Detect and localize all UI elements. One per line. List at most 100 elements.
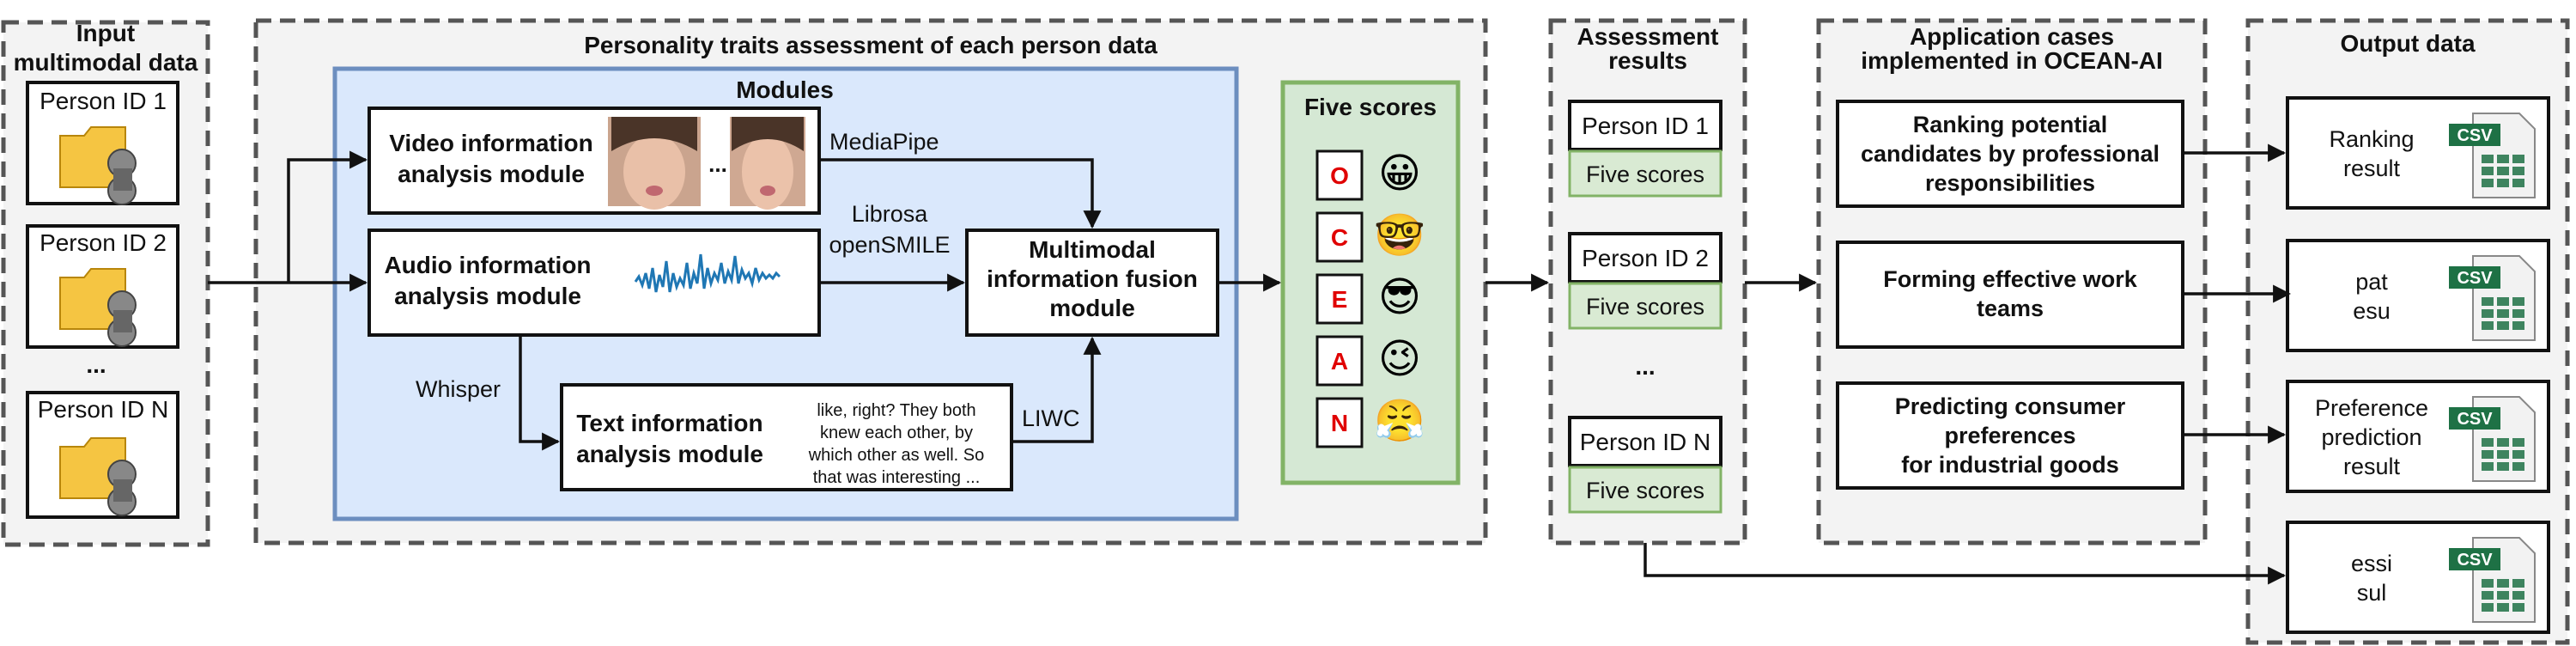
text-sample-line2: knew each other, by — [820, 424, 973, 442]
case-preferences: Predicting consumer preferences for indu… — [1836, 381, 2184, 490]
input-item-label: Person ID N — [38, 396, 169, 423]
tool-librosa: Librosa — [852, 201, 929, 227]
results-title-line2: results — [1608, 47, 1687, 74]
csv-badge: CSV — [2457, 410, 2493, 429]
result-scores: Five scores — [1586, 478, 1704, 503]
csv-file-icon: CSV — [2449, 113, 2536, 198]
audio-module-line2: analysis module — [394, 283, 581, 309]
case-ranking: Ranking potential candidates by professi… — [1836, 100, 2184, 208]
tool-whisper: Whisper — [416, 376, 501, 402]
assessment-title: Personality traits assessment of each pe… — [584, 32, 1157, 58]
five-scores-panel: Five scores O😀C🤓E😎A😉N😤 — [1280, 80, 1461, 485]
input-title-line1: Input — [76, 20, 135, 46]
text-module-line1: Text information — [576, 410, 762, 436]
trait-letter-box — [1315, 335, 1364, 387]
fusion-module-line3: module — [1049, 295, 1135, 321]
csv-badge: CSV — [2457, 551, 2493, 570]
tool-liwc: LIWC — [1022, 405, 1080, 431]
video-module: Video information analysis module ... — [368, 107, 821, 215]
result-scores: Five scores — [1586, 162, 1704, 187]
trait-letter-box — [1315, 211, 1364, 263]
trait-letter: A — [1331, 348, 1348, 375]
case-teams-line2: teams — [1977, 296, 2044, 321]
input-person-1: Person ID 1 — [26, 81, 179, 205]
trait-e: E😎 — [1315, 273, 1421, 325]
fusion-module-line1: Multimodal — [1029, 236, 1156, 263]
output-title: Output data — [2340, 30, 2476, 57]
result-scores: Five scores — [1586, 294, 1704, 320]
arrow-results-to-output — [1643, 543, 2287, 585]
trait-c: C🤓 — [1315, 211, 1425, 263]
arrow-audio-to-text — [519, 335, 561, 451]
trait-letter: O — [1330, 162, 1349, 189]
trait-letter: C — [1331, 224, 1348, 251]
case-ranking-line2: candidates by professional — [1861, 141, 2160, 167]
face-thumbnail-icon — [608, 117, 701, 210]
input-person-n: Person ID N — [26, 391, 179, 519]
case-ranking-line3: responsibilities — [1925, 170, 2095, 196]
audio-module-line1: Audio information — [384, 252, 591, 278]
modules-panel: Modules Video information analysis modul… — [332, 66, 1239, 521]
input-panel: Input multimodal data Person ID 1 Person… — [1, 20, 210, 547]
result-id: Person ID 2 — [1582, 245, 1709, 271]
input-title-line2: multimodal data — [14, 49, 198, 76]
arrow-video-to-fusion — [819, 158, 1102, 229]
case-preferences-line1: Predicting consumer — [1895, 393, 2126, 419]
video-folder-icon — [59, 437, 137, 516]
cases-panel: Application cases implemented in OCEAN-A… — [1816, 18, 2208, 545]
emoji-face-icon: 😎 — [1378, 273, 1421, 321]
video-folder-icon — [59, 126, 137, 205]
trait-letter: E — [1332, 286, 1348, 313]
arrow-text-to-fusion — [1012, 336, 1102, 443]
csv-file-icon: CSV — [2449, 255, 2536, 341]
case-ranking-line1: Ranking potential — [1913, 112, 2108, 137]
result-person-n: Person ID N Five scores — [1568, 416, 1722, 514]
trait-list: O😀C🤓E😎A😉N😤 — [1315, 149, 1425, 448]
text-sample-line3: which other as well. So — [808, 446, 985, 465]
emoji-face-icon: 😀 — [1378, 149, 1421, 198]
fusion-module: Multimodal information fusion module — [965, 229, 1219, 337]
input-ellipsis: ... — [86, 351, 106, 378]
input-person-2: Person ID 2 — [26, 224, 179, 349]
csv-file-icon: CSV — [2449, 396, 2536, 482]
five-scores-title: Five scores — [1304, 94, 1437, 120]
video-dots: ... — [708, 151, 727, 177]
face-thumbnail-icon — [730, 117, 805, 210]
trait-o: O😀 — [1315, 149, 1421, 201]
video-module-line2: analysis module — [398, 161, 585, 187]
case-preferences-line3: for industrial goods — [1901, 452, 2119, 478]
tool-opensmile: openSMILE — [829, 232, 950, 258]
assessment-panel: Personality traits assessment of each pe… — [253, 18, 1488, 545]
cases-title-line2: implemented in OCEAN-AI — [1861, 47, 2163, 74]
trait-letter: N — [1331, 410, 1348, 436]
result-id: Person ID N — [1580, 429, 1711, 455]
case-teams-line1: Forming effective work — [1883, 266, 2138, 292]
video-module-line1: Video information — [389, 130, 593, 156]
case-teams: Forming effective work teams — [1836, 241, 2184, 349]
tool-mediapipe: MediaPipe — [829, 129, 939, 155]
results-title-line1: Assessment — [1577, 23, 1719, 50]
emoji-face-icon: 😉 — [1378, 335, 1421, 383]
case-preferences-line2: preferences — [1944, 423, 2075, 448]
trait-letter-box — [1315, 149, 1364, 201]
result-person-1: Person ID 1 Five scores — [1568, 100, 1722, 198]
cases-title-line1: Application cases — [1910, 23, 2114, 50]
trait-a: A😉 — [1315, 335, 1421, 387]
emoji-face-icon: 😤 — [1374, 397, 1425, 445]
trait-n: N😤 — [1315, 397, 1425, 448]
arrow-input-to-video — [287, 150, 368, 283]
trait-letter-box — [1315, 273, 1364, 325]
text-sample-line1: like, right? They both — [817, 401, 975, 420]
modules-title: Modules — [736, 76, 834, 103]
